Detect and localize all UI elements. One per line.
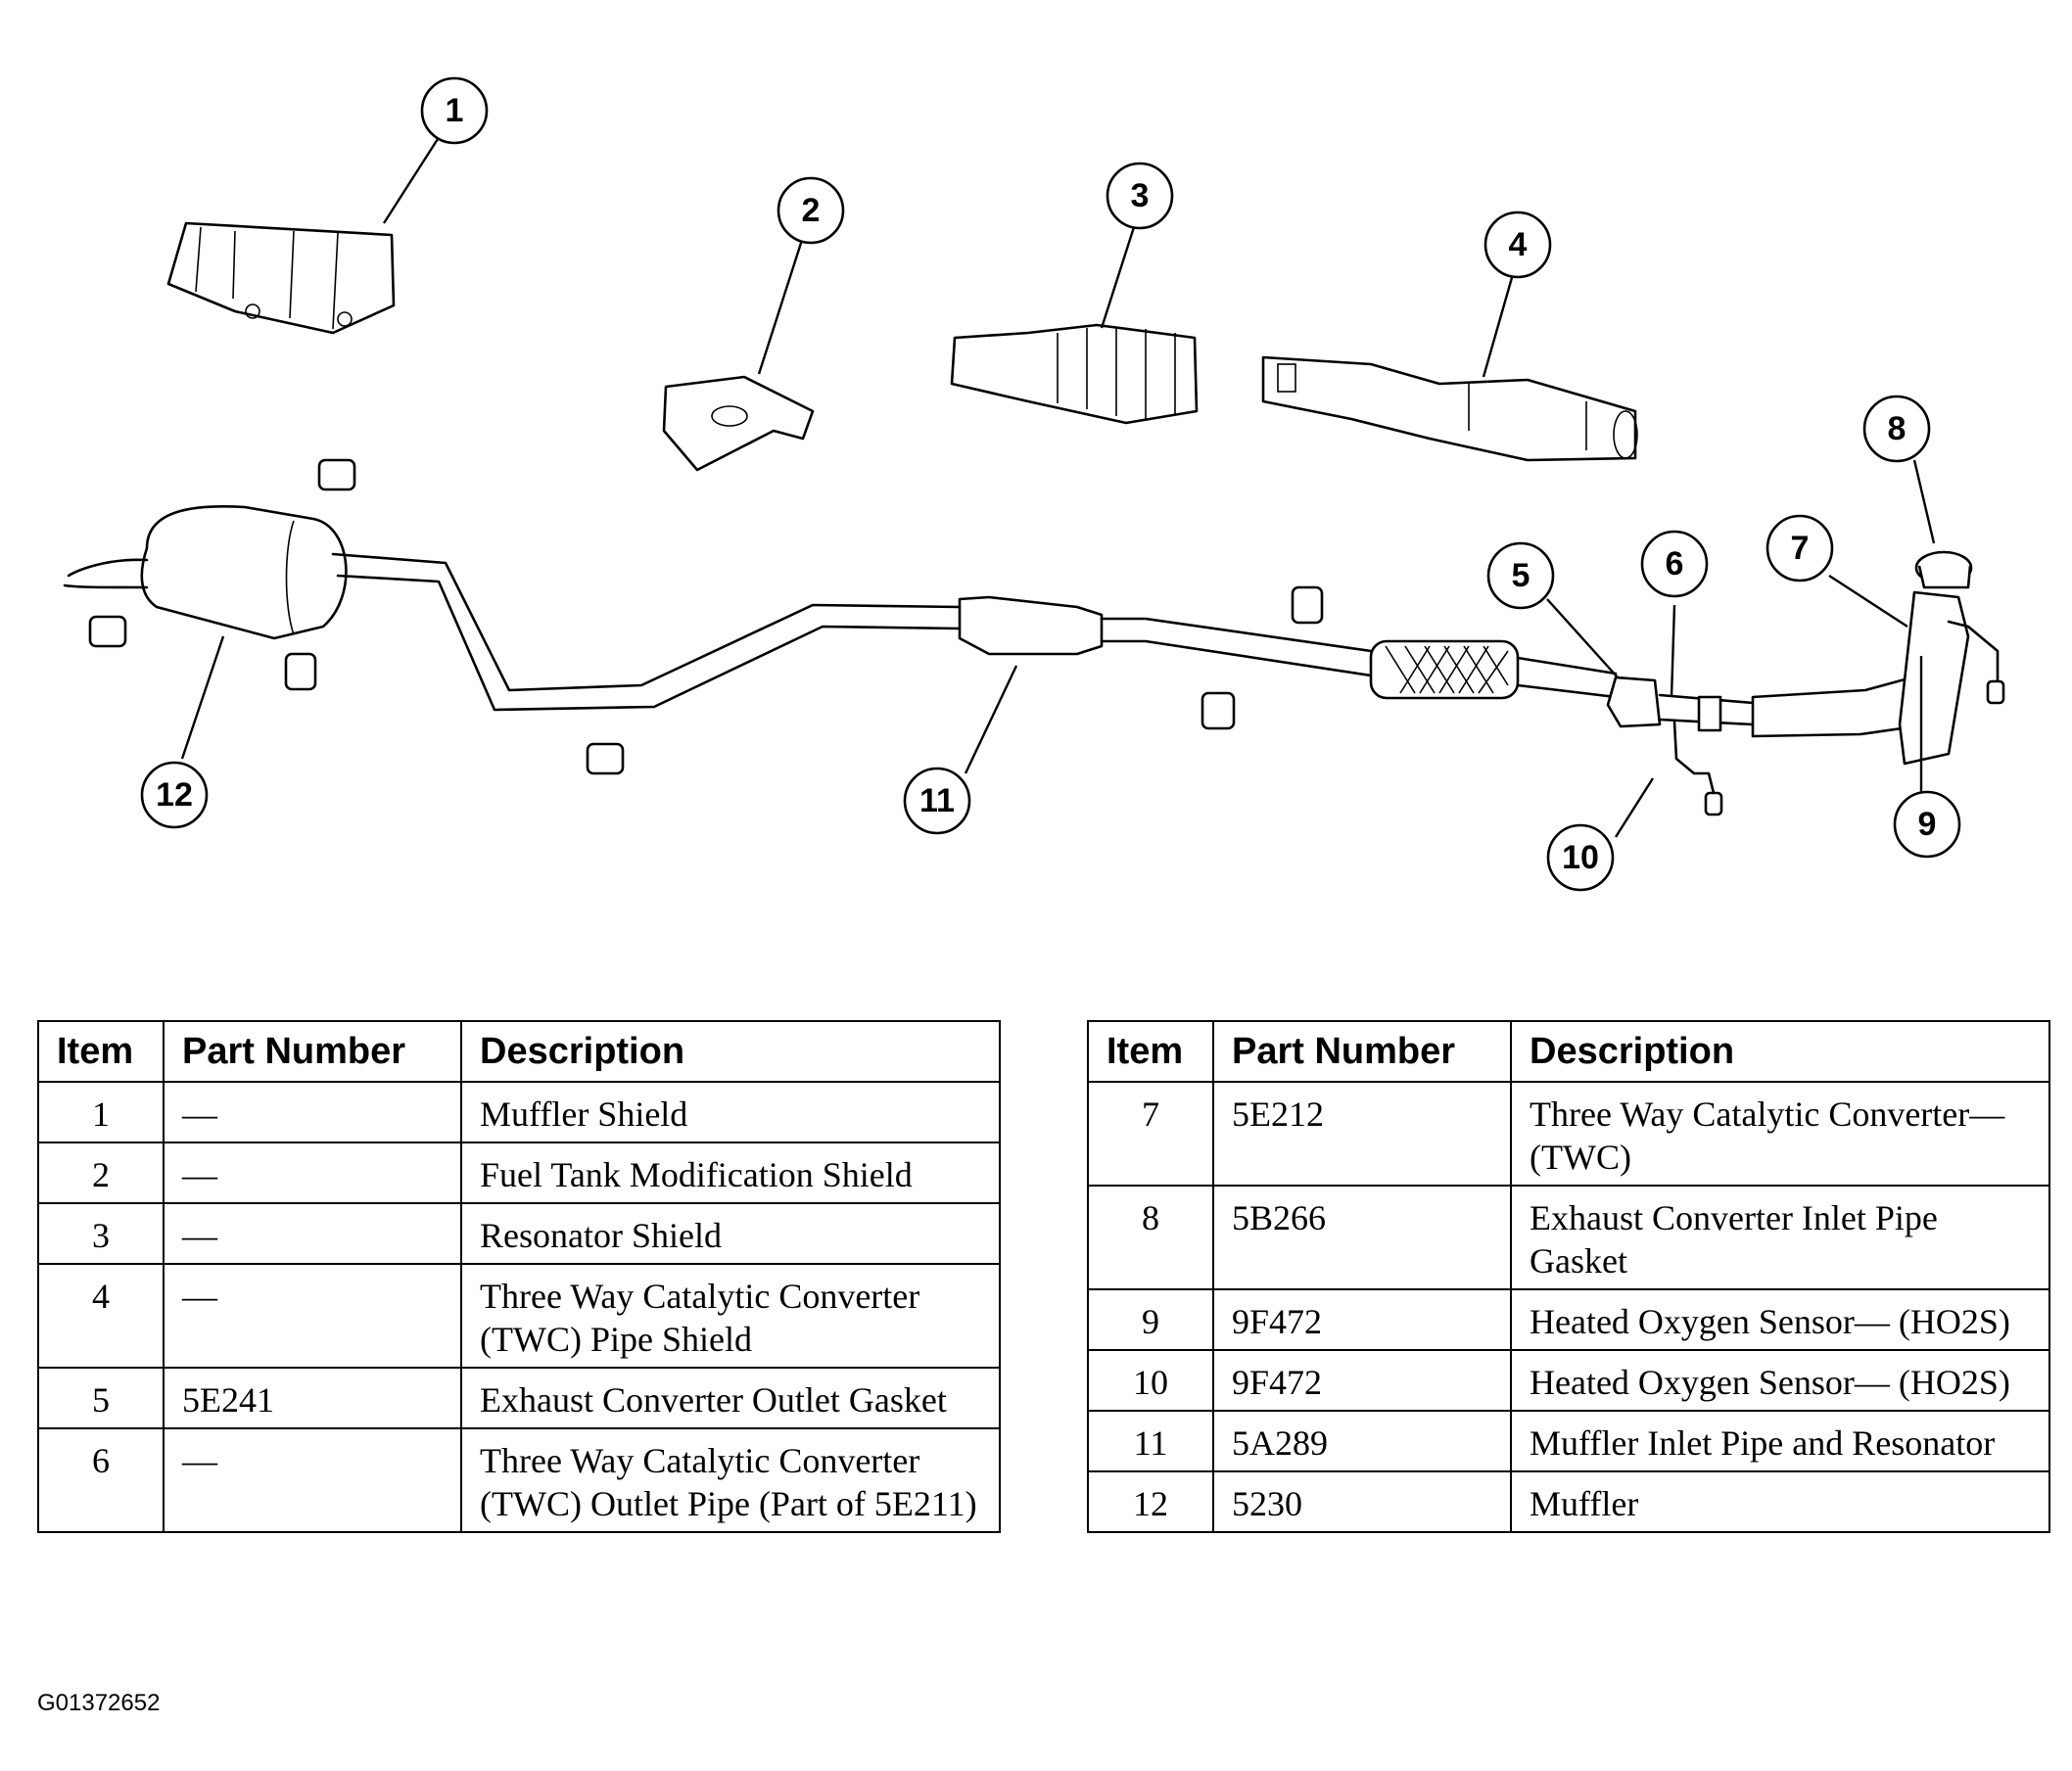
callout-11: 11 — [903, 767, 971, 835]
callout-3-label: 3 — [1131, 177, 1150, 214]
callout-12-label: 12 — [156, 776, 193, 814]
callout-5: 5 — [1486, 541, 1555, 610]
cell-item: 4 — [37, 1263, 165, 1369]
callout-5-label: 5 — [1512, 557, 1530, 594]
cell-item: 1 — [37, 1081, 165, 1143]
cell-part-number: — — [163, 1427, 462, 1533]
table-row: 1 — Muffler Shield — [37, 1081, 1001, 1143]
cell-item: 2 — [37, 1142, 165, 1204]
callout-10: 10 — [1546, 823, 1615, 892]
cell-item: 10 — [1087, 1349, 1214, 1412]
twc-pipe-shield-illustration — [1261, 355, 1638, 462]
cell-item: 7 — [1087, 1081, 1214, 1187]
header-description: Description — [1510, 1020, 2050, 1083]
table-row: 3 — Resonator Shield — [37, 1202, 1001, 1265]
exhaust-system-diagram: 1 2 3 4 5 6 7 8 9 10 11 12 — [63, 76, 2005, 892]
cell-description: Heated Oxygen Sensor— (HO2S) — [1510, 1349, 2050, 1412]
cell-part-number: — — [163, 1263, 462, 1369]
cell-description: Three Way Catalytic Converter (TWC) Pipe… — [460, 1263, 1001, 1369]
callout-4: 4 — [1483, 210, 1552, 279]
table-row: 4 — Three Way Catalytic Converter (TWC) … — [37, 1263, 1001, 1369]
table-row: 6 — Three Way Catalytic Converter (TWC) … — [37, 1427, 1001, 1533]
callout-11-label: 11 — [919, 782, 955, 819]
cell-item: 8 — [1087, 1185, 1214, 1290]
cell-description: Three Way Catalytic Converter (TWC) Outl… — [460, 1427, 1001, 1533]
cell-part-number: 9F472 — [1212, 1288, 1512, 1351]
parts-table-right: Item Part Number Description 7 5E212 Thr… — [1087, 1020, 2050, 1533]
table-header-row: Item Part Number Description — [37, 1020, 1001, 1083]
callout-6-label: 6 — [1666, 545, 1684, 583]
callout-1-label: 1 — [446, 92, 464, 129]
cell-description: Three Way Catalytic Converter— (TWC) — [1510, 1081, 2050, 1187]
cell-part-number: — — [163, 1142, 462, 1204]
cell-item: 11 — [1087, 1410, 1214, 1472]
resonator-shield-illustration — [950, 323, 1199, 425]
cell-part-number: 5E241 — [163, 1367, 462, 1429]
cell-part-number: 5B266 — [1212, 1185, 1512, 1290]
cell-part-number: — — [163, 1202, 462, 1265]
cell-part-number: 9F472 — [1212, 1349, 1512, 1412]
cell-part-number: — — [163, 1081, 462, 1143]
callout-12: 12 — [140, 761, 209, 829]
header-part-number: Part Number — [1212, 1020, 1512, 1083]
header-item: Item — [37, 1020, 165, 1083]
callout-2: 2 — [777, 176, 845, 245]
parts-table-left: Item Part Number Description 1 — Muffler… — [37, 1020, 1001, 1533]
cell-part-number: 5E212 — [1212, 1081, 1512, 1187]
table-row: 9 9F472 Heated Oxygen Sensor— (HO2S) — [1087, 1288, 2050, 1351]
table-row: 10 9F472 Heated Oxygen Sensor— (HO2S) — [1087, 1349, 2050, 1412]
table-row: 2 — Fuel Tank Modification Shield — [37, 1142, 1001, 1204]
cell-item: 12 — [1087, 1470, 1214, 1533]
cell-part-number: 5230 — [1212, 1470, 1512, 1533]
cell-description: Exhaust Converter Outlet Gasket — [460, 1367, 1001, 1429]
callout-8-label: 8 — [1888, 410, 1907, 447]
callout-1: 1 — [420, 76, 489, 145]
table-row: 11 5A289 Muffler Inlet Pipe and Resonato… — [1087, 1410, 2050, 1472]
table-row: 8 5B266 Exhaust Converter Inlet Pipe Gas… — [1087, 1185, 2050, 1290]
figure-id: G01372652 — [37, 1690, 161, 1716]
cell-description: Fuel Tank Modification Shield — [460, 1142, 1001, 1204]
muffler-shield-illustration — [166, 221, 396, 335]
callout-9-label: 9 — [1918, 806, 1937, 843]
table-header-row: Item Part Number Description — [1087, 1020, 2050, 1083]
cell-description: Muffler Inlet Pipe and Resonator — [1510, 1410, 2050, 1472]
callout-3: 3 — [1106, 162, 1174, 230]
callout-4-label: 4 — [1509, 226, 1528, 263]
cell-description: Muffler Shield — [460, 1081, 1001, 1143]
header-item: Item — [1087, 1020, 1214, 1083]
fuel-tank-shield-illustration — [662, 375, 815, 472]
callout-9: 9 — [1893, 790, 1961, 859]
cell-item: 9 — [1087, 1288, 1214, 1351]
cell-description: Exhaust Converter Inlet Pipe Gasket — [1510, 1185, 2050, 1290]
callout-10-label: 10 — [1562, 839, 1599, 876]
leader-lines — [180, 138, 1936, 838]
callout-6: 6 — [1640, 530, 1709, 598]
cell-item: 6 — [37, 1427, 165, 1533]
callout-2-label: 2 — [802, 192, 821, 229]
callout-7: 7 — [1766, 514, 1834, 583]
header-part-number: Part Number — [163, 1020, 462, 1083]
cell-description: Heated Oxygen Sensor— (HO2S) — [1510, 1288, 2050, 1351]
table-row: 7 5E212 Three Way Catalytic Converter— (… — [1087, 1081, 2050, 1187]
cell-part-number: 5A289 — [1212, 1410, 1512, 1472]
cell-item: 3 — [37, 1202, 165, 1265]
callout-8: 8 — [1862, 395, 1931, 463]
cell-description: Muffler — [1510, 1470, 2050, 1533]
header-description: Description — [460, 1020, 1001, 1083]
exhaust-pipe-run — [63, 458, 2005, 816]
cell-item: 5 — [37, 1367, 165, 1429]
table-row: 12 5230 Muffler — [1087, 1470, 2050, 1533]
cell-description: Resonator Shield — [460, 1202, 1001, 1265]
table-row: 5 5E241 Exhaust Converter Outlet Gasket — [37, 1367, 1001, 1429]
callout-7-label: 7 — [1791, 530, 1810, 567]
